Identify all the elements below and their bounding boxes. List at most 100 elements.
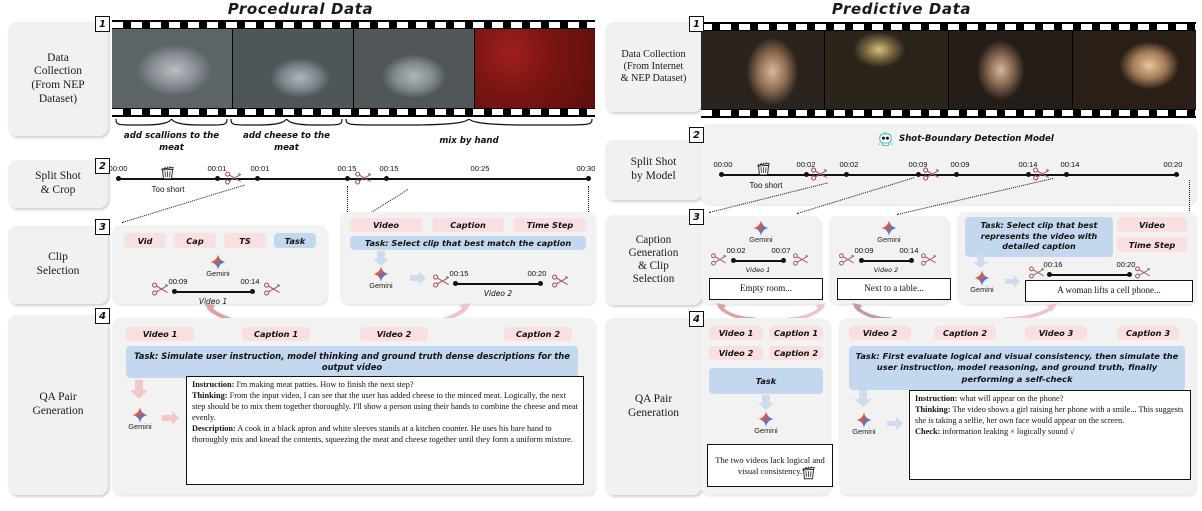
clip-video-name: Video 1 xyxy=(745,266,771,274)
video-frame-2 xyxy=(825,31,949,109)
stage-line: by Model xyxy=(631,170,676,182)
stage-line: Generation xyxy=(32,405,84,417)
arrow-right-blue xyxy=(887,416,904,436)
stage-line: Selection xyxy=(36,265,80,277)
caption-output-box: Empty room... xyxy=(709,278,823,300)
stage-card-caption-gen-r: Caption Generation & Clip Selection xyxy=(605,215,702,305)
tag-chip-video2: Video 2 xyxy=(360,327,428,341)
timeline-tick-label: 00:02 xyxy=(796,160,816,169)
step-badge-4-r: 4 xyxy=(689,311,704,327)
gemini-star-icon xyxy=(210,254,226,270)
tag-chip-video2: Video 2 xyxy=(849,326,911,340)
task-banner: Task: Select clip that best match the ca… xyxy=(350,236,586,250)
timeline-tick-label: 00:01 xyxy=(207,164,227,173)
segment-brace-1 xyxy=(115,119,228,130)
timeline-axis xyxy=(118,178,590,180)
timeline-tick-label: 00:14 xyxy=(1018,160,1038,169)
robot-icon xyxy=(877,131,894,153)
timeline-tick-label: 00:25 xyxy=(470,164,490,173)
timeline-tick-label: 00:20 xyxy=(1163,160,1183,169)
gemini-star-icon xyxy=(758,411,774,427)
tag-chip-caption1: Caption 1 xyxy=(242,327,310,341)
arrow-right-pink xyxy=(162,410,180,431)
tag-chip-caption: Caption xyxy=(432,218,504,232)
tag-chip-cap: Cap xyxy=(174,233,216,248)
timeline-axis xyxy=(1049,274,1129,276)
filmstrip-procedural xyxy=(112,20,595,117)
step-badge-3-r: 3 xyxy=(689,209,704,225)
left-title: Procedural Data xyxy=(227,0,374,18)
film-frames xyxy=(112,29,595,108)
segment-caption-2: add cheese to the meat xyxy=(230,131,343,154)
stage-line: Collection xyxy=(34,65,82,78)
scissors-icon xyxy=(552,273,569,289)
stage-card-split-shot-r: Split Shot by Model xyxy=(605,140,702,200)
scissors-icon xyxy=(152,281,169,297)
stage-card-clip-selection: Clip Selection xyxy=(8,226,108,304)
video-frame-1 xyxy=(701,31,825,109)
task-banner: Task xyxy=(709,368,823,394)
clip-start-label: 00:09 xyxy=(168,277,188,286)
video-frame-4 xyxy=(475,29,595,108)
arrow-down-blue xyxy=(853,390,873,413)
stage-card-qa-pair: QA Pair Generation xyxy=(8,315,108,495)
tag-chip-caption2: Caption 2 xyxy=(934,326,996,340)
qa-instruction-line: Instruction: I'm making meat patties. Ho… xyxy=(192,380,578,391)
gemini-label: Gemini xyxy=(852,427,876,436)
stage-line: QA Pair xyxy=(634,392,673,405)
timeline-dot xyxy=(915,172,921,178)
tag-chip-timestep: Time Step xyxy=(1117,237,1187,252)
timeline-tick-label: 00:00 xyxy=(713,160,733,169)
timeline-axis xyxy=(861,260,911,262)
trash-icon xyxy=(160,165,175,180)
arrow-down-blue xyxy=(372,251,390,272)
timeline-dot xyxy=(858,258,864,264)
tag-chip-caption2: Caption 2 xyxy=(769,346,823,360)
stage-card-data-collection: Data Collection (From NEP Dataset) xyxy=(8,22,108,136)
step-badge-2: 2 xyxy=(95,158,110,174)
stage-line: QA Pair xyxy=(39,391,77,404)
clip-end-label: 00:20 xyxy=(1116,260,1136,269)
clip-end-label: 00:14 xyxy=(240,277,260,286)
tag-chip-caption3: Caption 3 xyxy=(1117,326,1179,340)
stage-card-data-collection-r: Data Collection (From Internet & NEP Dat… xyxy=(605,22,702,112)
film-perforation-top xyxy=(701,24,1196,30)
scissors-icon xyxy=(1033,166,1050,182)
qa-pair-panel-left: Video 1 Caption 1 Video 2 Caption 2 Task… xyxy=(112,318,595,495)
film-perforation-top xyxy=(112,22,595,28)
scissors-icon xyxy=(1135,265,1152,281)
segment-caption-3: mix by hand xyxy=(345,136,593,148)
video-frame-3 xyxy=(354,29,475,108)
instruction-label: Instruction: xyxy=(915,394,958,403)
timeline-dot xyxy=(843,172,849,178)
caption-output-box: A woman lifts a cell phone... xyxy=(1025,280,1193,302)
gemini-logo: Gemini xyxy=(865,220,913,244)
arrow-down-blue xyxy=(757,395,775,416)
connector-line xyxy=(347,186,348,224)
segment-caption-text: add scallions to the meat xyxy=(123,131,220,153)
video-frame-4 xyxy=(1073,31,1196,109)
timeline-dot xyxy=(718,172,724,178)
timeline-dot xyxy=(452,281,458,287)
scissors-icon xyxy=(793,252,810,268)
tag-chip-video: Video xyxy=(1117,217,1187,232)
stage-line: Clip xyxy=(48,251,68,264)
gemini-star-icon xyxy=(753,220,769,236)
timeline-dot xyxy=(383,176,389,182)
clip-video-name: Video 2 xyxy=(483,289,513,298)
video-frame-2 xyxy=(233,29,354,108)
stage-line: (From NEP xyxy=(31,79,85,91)
qa-panel-rejected: Video 1 Caption 1 Video 2 Caption 2 Task… xyxy=(701,318,833,495)
scissors-icon xyxy=(923,166,940,182)
qa-thinking-line: Thinking: The video shows a girl raising… xyxy=(915,405,1185,427)
gemini-label: Gemini xyxy=(749,235,773,244)
task-banner: Task: Select clip that best represents t… xyxy=(965,217,1113,257)
timeline-dot xyxy=(780,258,786,264)
film-perforation-bottom xyxy=(112,109,595,115)
gemini-label: Gemini xyxy=(754,426,778,435)
arrow-down-pink xyxy=(129,380,149,405)
gemini-logo: Gemini xyxy=(193,254,243,278)
scissors-icon xyxy=(225,170,242,186)
video-frame-1 xyxy=(112,29,233,108)
clip-selection-panel-left: Vid Cap TS Task Gemini 00:09 00:14 Video… xyxy=(112,225,327,306)
